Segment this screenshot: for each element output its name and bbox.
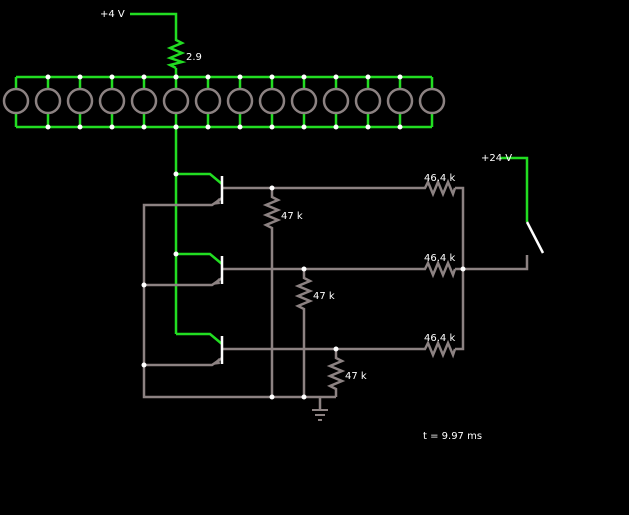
simulation-time: t = 9.97 ms bbox=[423, 431, 482, 442]
switch-return bbox=[463, 255, 529, 271]
resistor-46-4k-2[interactable] bbox=[421, 259, 457, 279]
resistor-47k-1-label: 47 k bbox=[281, 211, 303, 222]
supply-24v-lead bbox=[500, 156, 529, 222]
lamp-3[interactable] bbox=[66, 87, 94, 115]
emitter-arrow-icon bbox=[212, 198, 220, 205]
emitter-common bbox=[142, 196, 336, 399]
supply-4v-label: +4 V bbox=[100, 9, 125, 20]
emitter-arrow-icon bbox=[212, 278, 220, 285]
resistor-47k-3[interactable] bbox=[326, 354, 346, 391]
powered-wires bbox=[16, 12, 529, 345]
lamp-12[interactable] bbox=[354, 87, 382, 115]
lamp-1[interactable] bbox=[2, 87, 30, 115]
lamp-9[interactable] bbox=[258, 87, 286, 115]
lamp-8[interactable] bbox=[226, 87, 254, 115]
resistor-2-9[interactable] bbox=[166, 36, 187, 70]
lamp-bank bbox=[2, 87, 446, 115]
junction-nodes bbox=[45, 74, 466, 400]
supply-4v-lead bbox=[130, 12, 178, 36]
lamp-10[interactable] bbox=[290, 87, 318, 115]
lamp-6[interactable] bbox=[162, 87, 190, 115]
lamp-14[interactable] bbox=[418, 87, 446, 115]
resistor-47k-2-label: 47 k bbox=[313, 291, 335, 302]
emitter-arrow-icon bbox=[212, 358, 220, 365]
resistor-47k-1[interactable] bbox=[262, 193, 282, 230]
resistor-2-9-label: 2.9 bbox=[186, 52, 202, 63]
ground-icon bbox=[312, 409, 328, 421]
lamp-4[interactable] bbox=[98, 87, 126, 115]
lamp-11[interactable] bbox=[322, 87, 350, 115]
switch[interactable] bbox=[525, 221, 545, 254]
lamp-7[interactable] bbox=[194, 87, 222, 115]
supply-24v-label: +24 V bbox=[481, 153, 512, 164]
resistor-46-4k-1-label: 46.4 k bbox=[424, 173, 455, 184]
resistor-46-4k-3[interactable] bbox=[421, 339, 457, 359]
lamp-leads bbox=[14, 77, 434, 127]
resistor-47k-2[interactable] bbox=[294, 274, 314, 311]
lamp-2[interactable] bbox=[34, 87, 62, 115]
lamp-5[interactable] bbox=[130, 87, 158, 115]
resistor-46-4k-3-label: 46.4 k bbox=[424, 333, 455, 344]
resistor-46-4k-1[interactable] bbox=[421, 178, 457, 198]
idle-wires bbox=[142, 186, 529, 409]
resistor-46-4k-2-label: 46.4 k bbox=[424, 253, 455, 264]
lamp-13[interactable] bbox=[386, 87, 414, 115]
resistor-47k-3-label: 47 k bbox=[345, 371, 367, 382]
